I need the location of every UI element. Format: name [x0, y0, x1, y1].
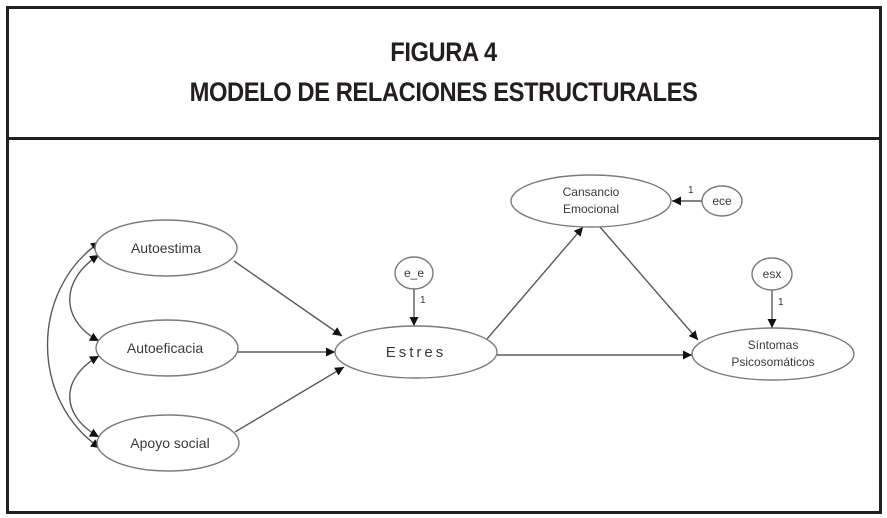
weight-e_e: 1: [420, 295, 426, 306]
figure-title: MODELO DE RELACIONES ESTRUCTURALES: [190, 77, 698, 107]
node-e_e: e_e: [394, 256, 434, 290]
node-label-line2: Emocional: [563, 202, 619, 216]
node-autoestima: Autoestima: [94, 219, 238, 277]
node-label: Autoestima: [131, 240, 201, 256]
node-label-line2: Psicosomáticos: [731, 355, 814, 369]
figure-number: FIGURA 4: [390, 37, 498, 67]
weight-ece: 1: [688, 185, 694, 196]
node-label: ece: [712, 194, 732, 208]
path-autoestima-estres: [233, 260, 343, 337]
node-apoyo-social: Apoyo social: [96, 414, 240, 472]
node-label: Estres: [386, 344, 447, 361]
node-label-line1: Cansancio: [563, 185, 620, 199]
node-label-line1: Síntomas: [748, 338, 799, 352]
path-estres-cansancio: [486, 226, 584, 340]
node-label: e_e: [404, 266, 424, 280]
covariance-autoestima-apoyo: [46, 241, 101, 449]
node-label: esx: [763, 267, 782, 281]
figure-header: FIGURA 4 MODELO DE RELACIONES ESTRUCTURA…: [9, 9, 879, 140]
weight-esx: 1: [778, 297, 784, 308]
node-esx: esx: [751, 257, 793, 291]
node-sintomas-psicosomaticos: Síntomas Psicosomáticos: [691, 327, 855, 381]
node-label: Autoeficacia: [127, 340, 203, 356]
covariance-autoestima-autoeficacia: [69, 254, 100, 342]
node-cansancio-emocional: Cansancio Emocional: [510, 174, 672, 228]
node-autoeficacia: Autoeficacia: [95, 319, 239, 377]
node-label: Apoyo social: [130, 435, 209, 451]
node-estres: Estres: [334, 325, 498, 379]
node-ece: ece: [701, 185, 743, 217]
covariance-autoeficacia-apoyo: [69, 355, 100, 438]
path-apoyo-estres: [234, 366, 345, 433]
path-cansancio-sintomas: [599, 226, 699, 341]
